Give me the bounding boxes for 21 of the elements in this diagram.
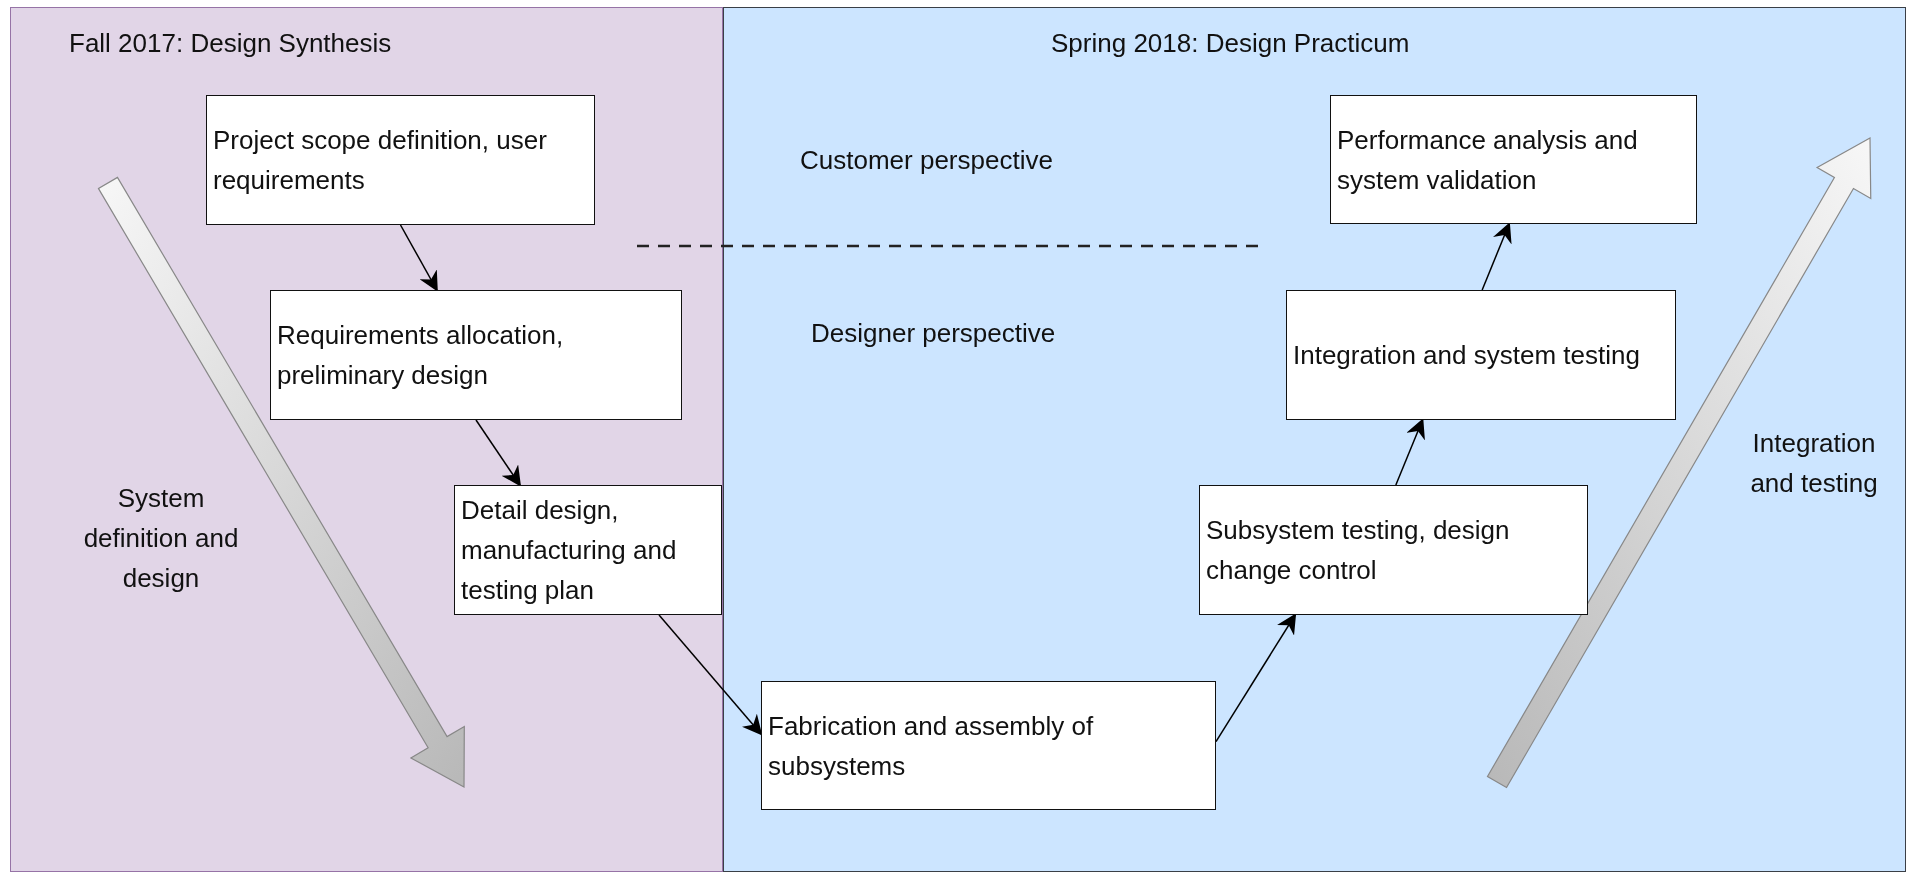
arrow: [475, 419, 522, 487]
process-box: Integration and system testing: [1286, 290, 1676, 420]
semester-panel: [10, 7, 723, 872]
arrow: [1395, 418, 1425, 486]
process-box: Project scope definition, user requirements: [206, 95, 595, 225]
panel-heading: Spring 2018: Design Practicum: [1051, 27, 1410, 59]
panel-heading: Fall 2017: Design Synthesis: [69, 27, 392, 59]
process-box: Fabrication and assembly of subsystems: [761, 681, 1216, 810]
phase-label: System definition and design: [82, 482, 240, 595]
arrow: [658, 614, 763, 736]
perspective-label: Designer perspective: [811, 317, 1056, 350]
phase-label: Integration and testing: [1749, 427, 1879, 500]
process-box: Subsystem testing, design change control: [1199, 485, 1588, 615]
arrow: [1215, 613, 1297, 743]
semester-panel: [723, 7, 1906, 872]
process-box: Performance analysis and system validation: [1330, 95, 1697, 224]
arrow: [399, 224, 438, 292]
process-box: Requirements allocation, preliminary design: [270, 290, 682, 420]
arrow: [1481, 222, 1512, 291]
perspective-label: Customer perspective: [800, 144, 1053, 177]
process-box: Detail design, manufacturing and testing plan: [454, 485, 722, 615]
